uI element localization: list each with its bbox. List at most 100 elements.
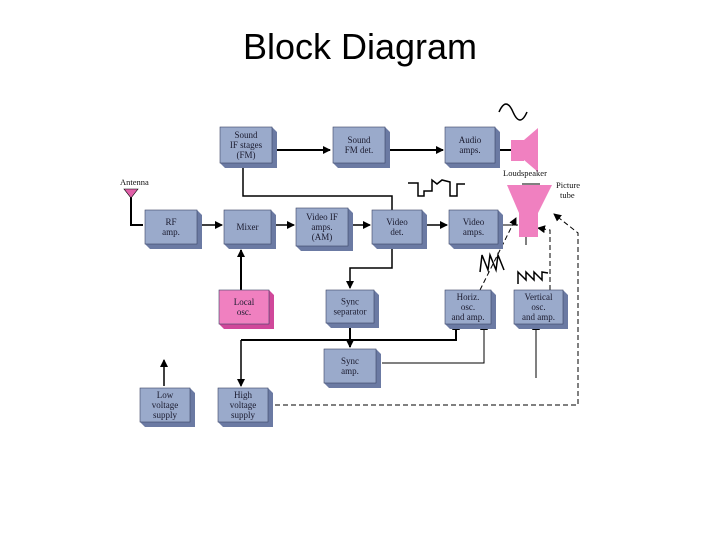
block-label: (AM)	[312, 232, 333, 242]
block-label: (FM)	[236, 150, 255, 160]
block-shadow	[445, 127, 500, 168]
loudspeaker-icon	[511, 128, 538, 172]
wire-videodet-syncsep	[346, 242, 393, 289]
block-shadow	[333, 127, 390, 168]
picture-tube-label-2: tube	[560, 190, 575, 200]
block-label: amps.	[463, 227, 484, 237]
block-label: and amp.	[452, 312, 485, 322]
antenna-label: Antenna	[120, 177, 149, 187]
block-label: Sync	[341, 297, 359, 307]
block-label: det.	[390, 227, 403, 237]
loudspeaker-label: Loudspeaker	[503, 168, 547, 178]
block-shadow	[514, 290, 568, 329]
waveform-audio-sine	[498, 103, 528, 121]
block-face	[325, 289, 375, 324]
block-label: High	[234, 390, 253, 400]
wire-antenna-rf	[130, 196, 143, 226]
waveform-video-signal	[408, 178, 465, 197]
block-face	[144, 209, 198, 245]
block-label: osc.	[461, 302, 475, 312]
block-label: Sync	[341, 356, 359, 366]
block-shadow	[140, 388, 195, 427]
block-shadow	[449, 210, 503, 249]
picture-tube-icon	[507, 183, 552, 237]
block-label: Vertical	[525, 292, 553, 302]
block-face	[217, 387, 269, 423]
dash-hv-tube	[275, 213, 579, 406]
block-label: Low	[157, 390, 174, 400]
block-label: amps.	[311, 222, 332, 232]
block-face	[444, 126, 496, 164]
block-label: RF	[165, 217, 176, 227]
block-label: voltage	[152, 400, 179, 410]
block-label: and amp.	[522, 312, 555, 322]
block-mixer: Mixer	[223, 209, 276, 249]
block-face	[218, 289, 270, 325]
block-shadow	[218, 388, 273, 427]
wire-syncamp-horiz	[382, 322, 488, 364]
waveform-vert-sawtooth	[517, 270, 549, 284]
block-label: Video	[386, 217, 408, 227]
block-label: Local	[234, 297, 255, 307]
block-face	[223, 209, 272, 245]
block-label: IF stages	[230, 140, 263, 150]
block-face	[371, 209, 423, 245]
block-label: supply	[231, 410, 256, 420]
block-label: Mixer	[237, 222, 259, 232]
block-shadow	[224, 210, 276, 249]
block-label: amp.	[341, 366, 359, 376]
waveform-horiz-sawtooth	[479, 252, 505, 273]
block-label: Video IF	[306, 212, 338, 222]
block-face	[513, 289, 564, 325]
block-label: osc.	[531, 302, 545, 312]
block-label: Sound	[234, 130, 258, 140]
block-label: voltage	[230, 400, 257, 410]
block-shadow	[326, 290, 379, 328]
block-face	[219, 126, 273, 164]
antenna-icon	[123, 188, 139, 199]
block-face	[323, 348, 377, 384]
block-label: amps.	[459, 145, 480, 155]
block-face	[295, 207, 349, 247]
block-label: osc.	[237, 307, 251, 317]
block-label: supply	[153, 410, 178, 420]
block-label: Audio	[459, 135, 482, 145]
block-shadow	[324, 349, 381, 388]
block-shadow	[219, 290, 274, 329]
waveforms	[408, 103, 549, 284]
block-shadow	[372, 210, 427, 249]
block-shadow	[296, 208, 353, 251]
block-label: Horiz.	[457, 292, 480, 302]
block-label: Sound	[347, 135, 371, 145]
page-title: Block Diagram	[242, 26, 478, 67]
block-face	[448, 209, 499, 245]
block-label: amp.	[162, 227, 180, 237]
block-face	[139, 387, 191, 423]
block-label: Video	[463, 217, 485, 227]
block-shadow	[220, 127, 277, 168]
block-shadow	[445, 290, 496, 329]
picture-tube-label-1: Picture	[556, 180, 580, 190]
block-horiz-osc: Horiz.osc.and amp.	[444, 289, 496, 329]
dash-vert-tube	[537, 225, 551, 290]
connections	[130, 146, 540, 387]
block-face	[332, 126, 386, 164]
block-shadow	[145, 210, 202, 249]
block-label: separator	[334, 307, 367, 317]
wire-soundif-videodet	[242, 166, 393, 210]
